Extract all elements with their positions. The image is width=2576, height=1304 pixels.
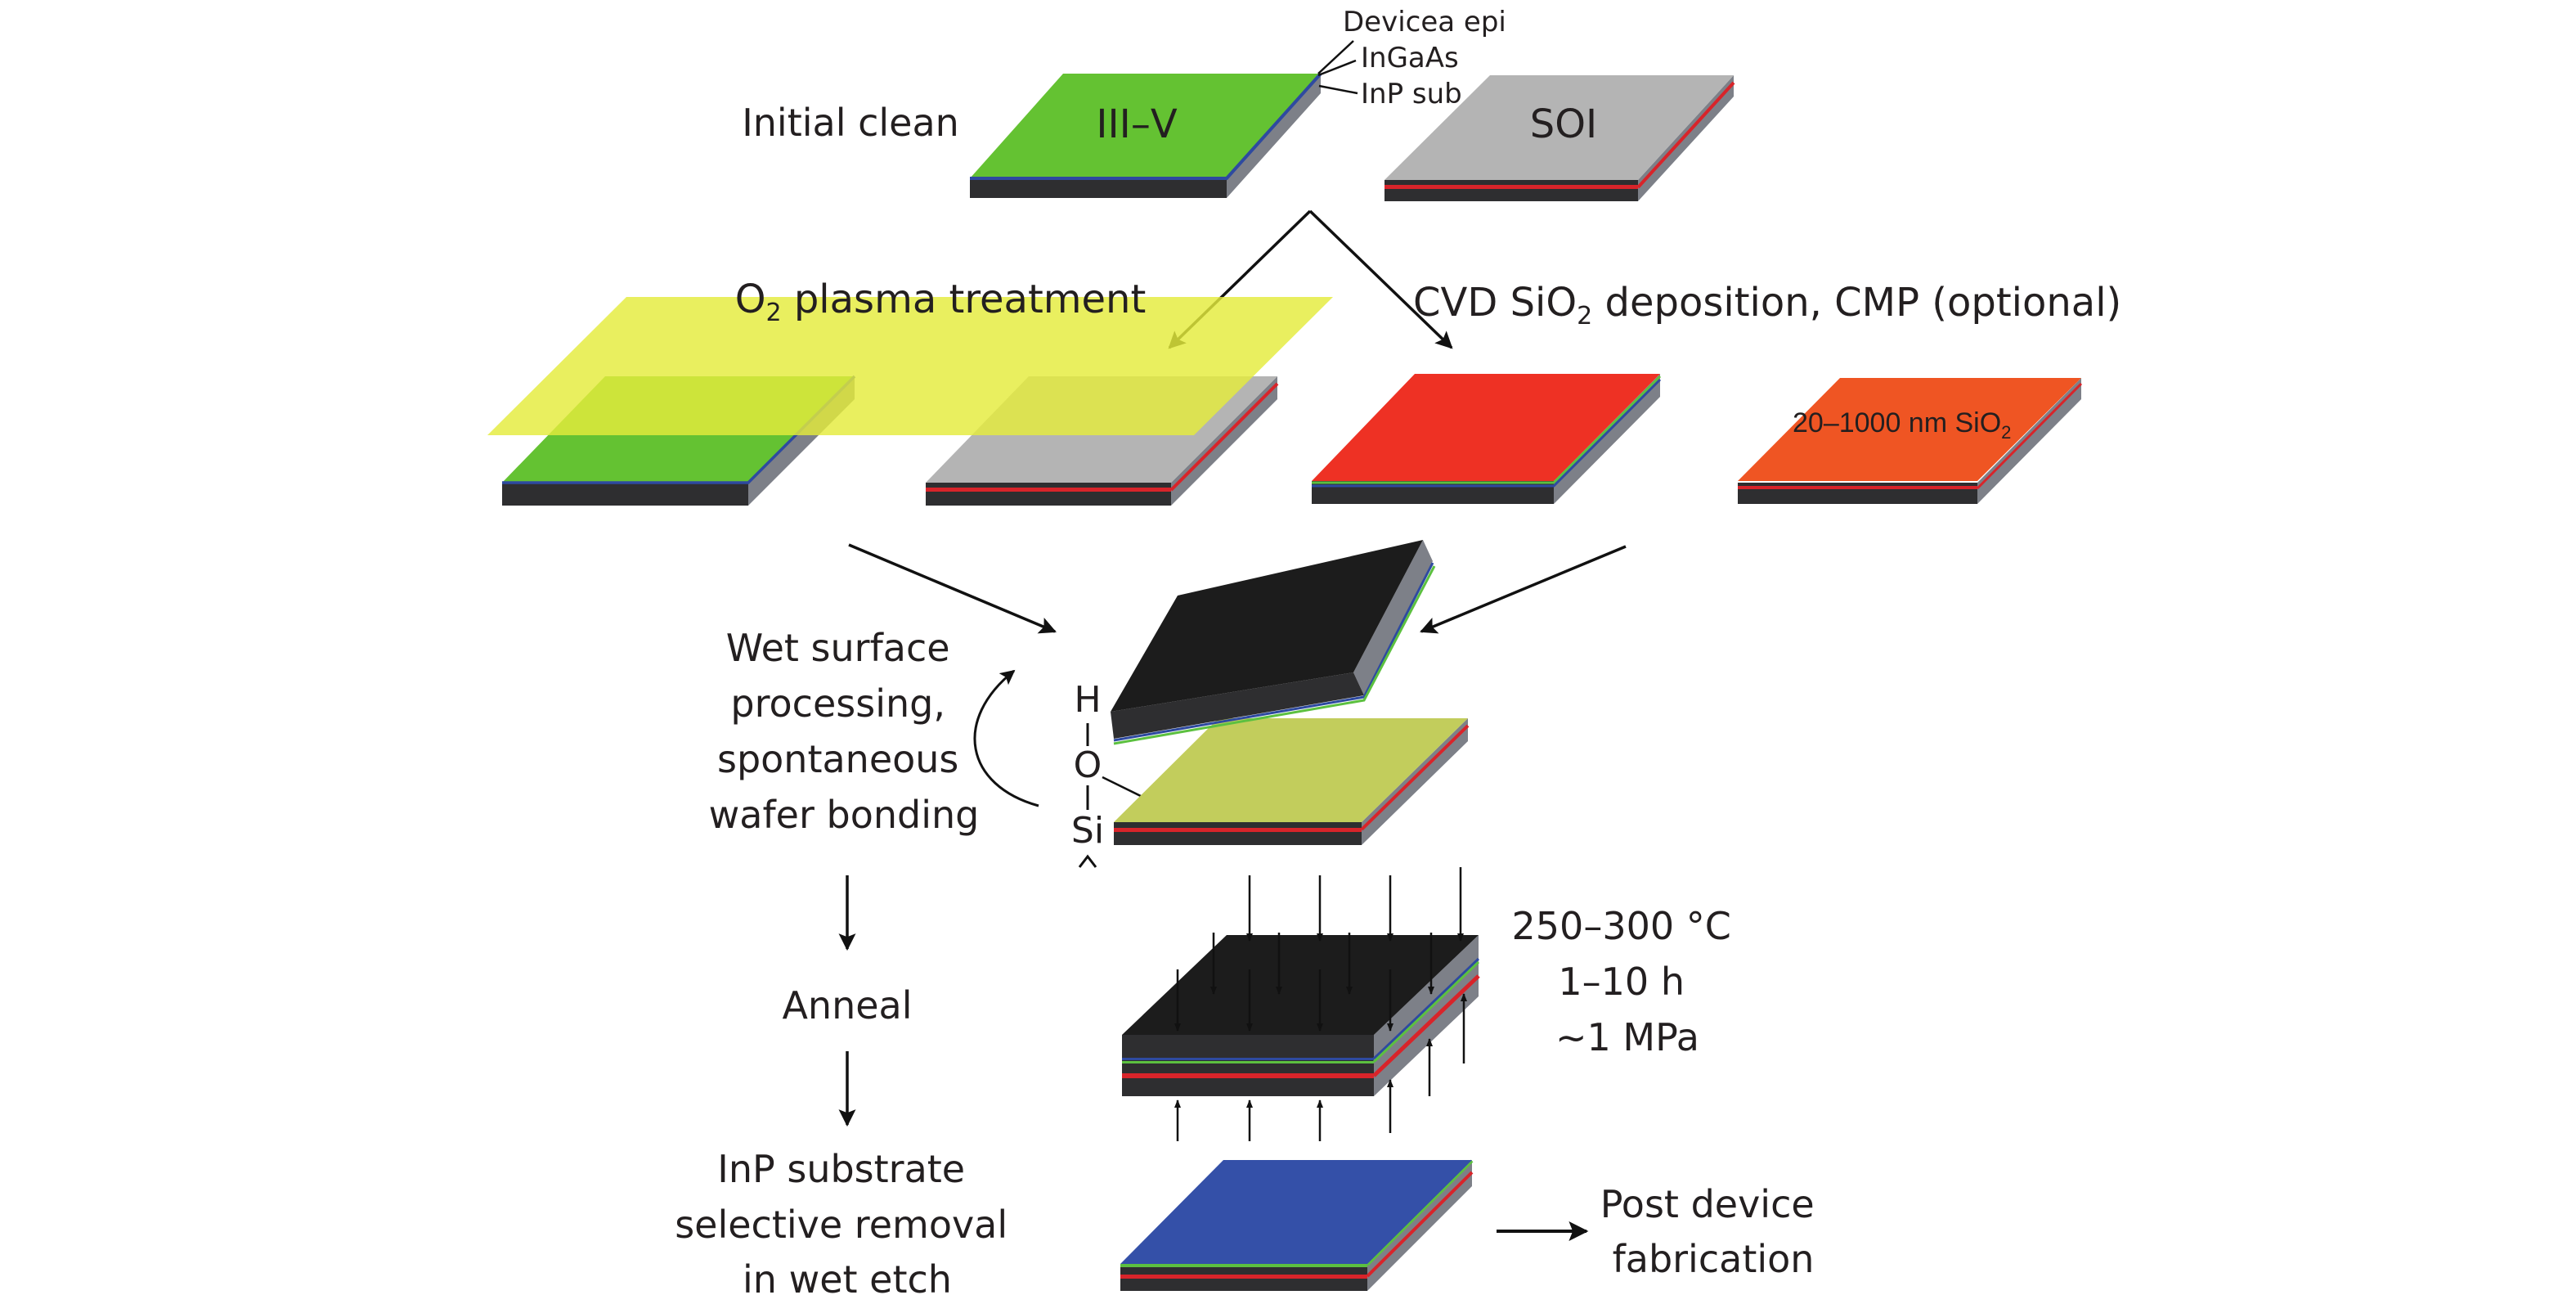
soi-wafer-sio2-front	[1738, 483, 1977, 504]
anneal-conditions: 250–300 °C 1–10 h ~1 MPa	[1512, 904, 1744, 1059]
surface-caret-icon	[1078, 854, 1097, 868]
anneal-stack-box	[1122, 1073, 1374, 1078]
soi-wafer-front	[1384, 180, 1638, 201]
final-wafer-top	[1120, 1160, 1472, 1264]
iii-v-label: III–V	[1096, 101, 1177, 147]
annealed-bonded-stack	[1122, 935, 1480, 1096]
soi-wafer-sio2: 20–1000 nm SiO2	[1738, 378, 2083, 504]
anneal-stack-epi	[1122, 1058, 1374, 1060]
final-wafer-epi	[1120, 1264, 1367, 1267]
iii-v-wafer-top	[970, 74, 1321, 178]
step-o2-plasma: O2 plasma treatment	[735, 277, 1147, 327]
final-wafer-box	[1120, 1275, 1367, 1279]
callout-ingaas: InGaAs	[1361, 42, 1459, 74]
final-wafer-box-side	[1366, 1171, 1474, 1278]
arrow-to-bonding-left	[848, 543, 1057, 634]
atom-h: H	[1074, 679, 1101, 721]
soi-wafer-sio2-top	[1738, 378, 2081, 481]
step-post-device: Post device fabrication	[1600, 1182, 1827, 1281]
anneal-stack-ingaas	[1122, 1061, 1374, 1063]
soi-wafer-sio2-box-side	[1976, 382, 2083, 490]
soi-wafer-plasma-box-side	[1169, 382, 1279, 492]
pressure-arrows-down	[1174, 867, 1464, 1032]
step-cvd-sio2: CVD SiO2 deposition, CMP (optional)	[1413, 280, 2121, 330]
curved-process-arrow	[973, 669, 1039, 807]
arrow-to-bonding-right	[1420, 545, 1627, 634]
soi-wafer-sio2-box	[1738, 486, 1977, 489]
anneal-stack-epi-side	[1372, 957, 1480, 1060]
flipped-wafer-epi	[1113, 562, 1434, 742]
layer-callouts: Devicea epi InGaAs InP sub	[1317, 6, 1506, 110]
atom-si: Si	[1071, 810, 1104, 852]
anneal-stack-ingaas-side	[1372, 960, 1480, 1063]
target-soi-wafer-front	[1114, 822, 1362, 845]
target-soi-wafer-top	[1114, 718, 1468, 822]
anneal-stack-box-side	[1372, 974, 1480, 1077]
anneal-duration: 1–10 h	[1558, 960, 1685, 1004]
soi-box-layer	[1384, 185, 1638, 189]
final-wafer-epi-side	[1366, 1159, 1474, 1266]
iii-v-wafer-sio2-ingaas	[1312, 378, 1662, 488]
flipped-iii-v-wafer	[1111, 540, 1436, 745]
final-hybrid-wafer	[1120, 1159, 1474, 1291]
iii-v-wafer-sio2-top	[1312, 374, 1660, 481]
flipped-wafer-side	[1353, 540, 1433, 695]
atom-o: O	[1074, 744, 1102, 786]
iii-v-wafer-sio2-epi	[1312, 375, 1662, 484]
soi-label: SOI	[1530, 101, 1597, 147]
pressure-arrows-up	[1174, 993, 1467, 1141]
soi-wafer-top	[1384, 75, 1734, 180]
anneal-stack-front	[1122, 1035, 1374, 1096]
step-inp-removal: InP substrate selective removal in wet e…	[675, 1147, 1020, 1302]
anneal-pressure: ~1 MPa	[1555, 1015, 1699, 1059]
target-soi-wafer	[1114, 718, 1470, 845]
flipped-wafer-top	[1111, 540, 1423, 712]
iii-v-epi-edge	[970, 72, 1322, 180]
callout-inp-sub: InP sub	[1361, 78, 1462, 110]
iii-v-wafer-side	[1227, 74, 1321, 198]
target-soi-wafer-box	[1114, 828, 1362, 832]
o2-plasma-sheet	[487, 297, 1333, 435]
soi-wafer: SOI	[1384, 75, 1735, 201]
anneal-temperature: 250–300 °C	[1512, 904, 1731, 948]
iii-v-wafer-sio2	[1312, 374, 1662, 504]
sio2-thickness-label: 20–1000 nm SiO2	[1793, 407, 2011, 443]
flipped-wafer-ingaas	[1113, 565, 1436, 745]
iii-v-wafer-front	[970, 178, 1227, 198]
callout-device-epi: Devicea epi	[1343, 6, 1506, 38]
step-initial-clean: Initial clean	[742, 101, 959, 145]
soi-wafer-plasma-front	[926, 483, 1171, 506]
soi-box-side	[1636, 81, 1735, 189]
iii-v-wafer-plasma-front	[502, 483, 748, 506]
callout-line-epi	[1317, 40, 1354, 74]
soi-wafer-plasma-box	[926, 488, 1171, 492]
target-soi-wafer-box-side	[1360, 724, 1470, 831]
anneal-stack-side	[1374, 935, 1479, 1096]
callout-line-ingaas	[1317, 59, 1357, 77]
iii-v-wafer: III–V	[970, 72, 1322, 198]
step-anneal: Anneal	[782, 983, 912, 1027]
callout-line-inp	[1318, 84, 1358, 95]
flipped-wafer-front	[1111, 672, 1364, 739]
iii-v-wafer-sio2-front	[1312, 481, 1554, 504]
split-arrow-right	[1308, 209, 1453, 349]
step-wet-surface: Wet surface processing, spontaneous wafe…	[709, 626, 980, 837]
